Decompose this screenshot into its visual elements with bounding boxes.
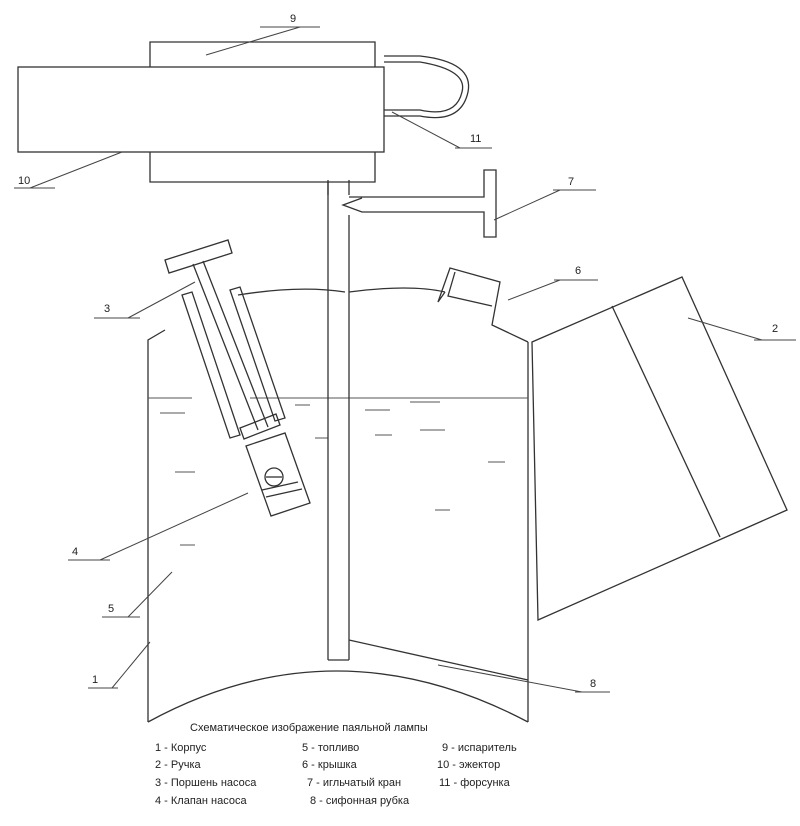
leader-lines	[14, 26, 796, 693]
legend-item: 2 - Ручка	[155, 759, 201, 771]
legend-item: 3 - Поршень насоса	[155, 777, 257, 789]
part-number-11: 11	[470, 133, 481, 145]
legend-item: 7 - игльчатый кран	[307, 777, 402, 789]
part-number-3: 3	[104, 303, 110, 315]
handle	[531, 276, 788, 621]
cap	[437, 267, 529, 343]
legend-item: 5 - топливо	[302, 742, 360, 754]
part-number-5: 5	[108, 603, 114, 615]
part-number-1: 1	[92, 674, 98, 686]
legend-item: 10 - эжектор	[437, 759, 501, 771]
legend-item: 1 - Корпус	[155, 742, 207, 754]
part-number-6: 6	[575, 265, 581, 277]
part-number-10: 10	[18, 175, 30, 187]
legend-item: 4 - Клапан насоса	[155, 795, 247, 807]
legend-item: 8 - сифонная рубка	[310, 795, 410, 807]
ejector	[17, 66, 385, 153]
part-number-8: 8	[590, 678, 596, 690]
part-numbers: 9 11 10 7 6 3 2 4 5 1 8	[18, 13, 778, 690]
part-number-7: 7	[568, 176, 574, 188]
siphon-tube	[327, 180, 529, 681]
part-number-9: 9	[290, 13, 296, 25]
fuel-level	[148, 397, 528, 546]
lamp-body	[147, 287, 529, 723]
needle-valve	[341, 169, 497, 238]
part-number-2: 2	[772, 323, 778, 335]
legend-title: Схематическое изображение паяльной лампы	[190, 722, 428, 734]
part-number-4: 4	[72, 546, 78, 558]
nozzle	[384, 55, 470, 119]
pump	[164, 239, 311, 517]
legend-item: 6 - крышка	[302, 759, 357, 771]
legend-item: 9 - испаритель	[442, 742, 517, 754]
legend-item: 11 - форсунка	[439, 777, 510, 789]
vaporizer	[149, 41, 376, 195]
